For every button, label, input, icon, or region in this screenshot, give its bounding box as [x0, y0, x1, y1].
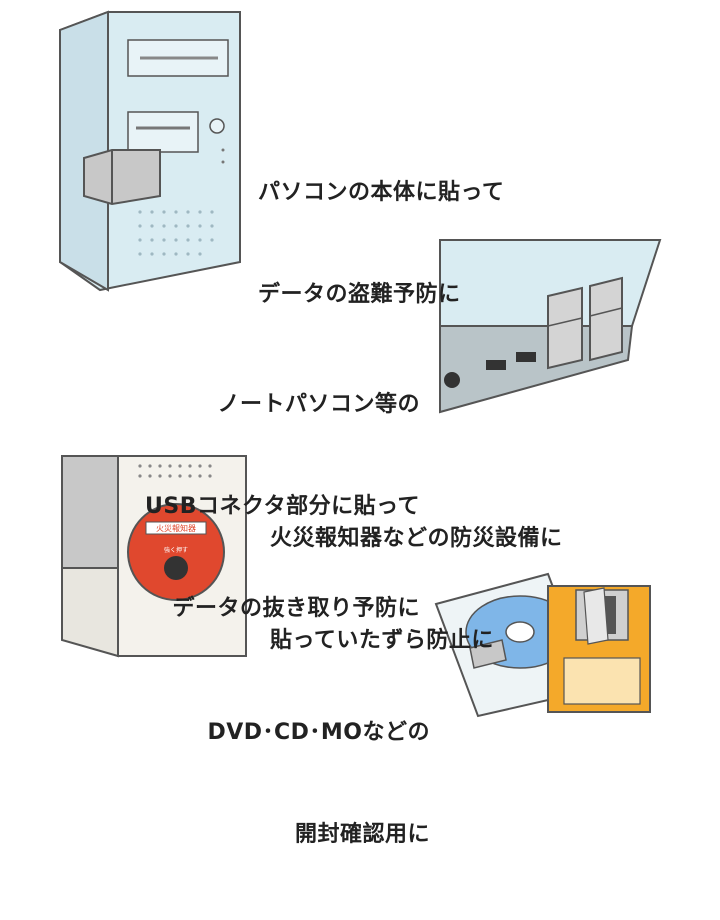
caption-line: 貼っていたずら防止に [270, 628, 494, 653]
seal-fold-line [589, 307, 623, 317]
alarm-label-text: 火災報知器 [156, 523, 196, 533]
caption-notebook: ノートパソコン等の USBコネクタ部分に貼って データの抜き取り予防に [145, 320, 420, 694]
caption-fire-alarm: 火災報知器などの防災設備に 貼っていたずら防止に [270, 454, 563, 726]
alarm-side-panel [61, 455, 119, 569]
notebook-side-illustration [439, 239, 662, 414]
drive-bay-2 [127, 111, 199, 153]
alarm-button-label: 強く押す [164, 546, 188, 554]
floppy-label [563, 657, 641, 705]
security-seal-sticker [589, 276, 623, 362]
tower-side [59, 10, 109, 292]
security-seal-sticker [583, 587, 609, 645]
caption-line: パソコンの本体に貼って [258, 180, 505, 205]
power-button-icon [209, 118, 225, 134]
speaker-grille [138, 464, 212, 478]
illustrations: 火災報知器 強く押す [59, 10, 662, 718]
usb-port-icon [516, 352, 536, 362]
caption-media: DVD･CD･MOなどの 開封確認用に [207, 648, 430, 920]
vent-grid [138, 210, 214, 256]
caption-line: データの抜き取り予防に [172, 596, 420, 621]
caption-line: 火災報知器などの防災設備に [270, 526, 563, 551]
caption-line: USBコネクタ部分に貼って [145, 494, 420, 519]
led-icon [221, 148, 225, 152]
seal-fold-line [547, 317, 583, 327]
security-seal-sticker [547, 286, 583, 370]
disc-hole [505, 621, 535, 643]
fire-alarm-illustration: 火災報知器 強く押す [61, 455, 247, 658]
alarm-housing-side [61, 567, 119, 658]
disc-case-and-floppy-illustration [434, 572, 651, 718]
desktop-tower-illustration [59, 10, 241, 292]
audio-jack-icon [444, 372, 460, 388]
usage-examples-scene: 火災報知器 強く押す パソコンの本体に貼って データの盗難予防に ノートパソコン… [59, 10, 662, 847]
security-seal-sticker [83, 149, 161, 206]
caption-line: データの盗難予防に [258, 282, 461, 307]
alarm-push-button-icon [164, 556, 188, 580]
caption-line: 開封確認用に [294, 822, 430, 847]
security-seal-sticker [469, 639, 507, 669]
led-icon [221, 160, 225, 164]
alarm-label-plate [145, 521, 207, 535]
caption-line: ノートパソコン等の [217, 392, 420, 417]
caption-pc-tower: パソコンの本体に貼って データの盗難予防に [258, 108, 504, 380]
caption-line: DVD･CD･MOなどの [207, 720, 430, 745]
usb-port-icon [486, 360, 506, 370]
